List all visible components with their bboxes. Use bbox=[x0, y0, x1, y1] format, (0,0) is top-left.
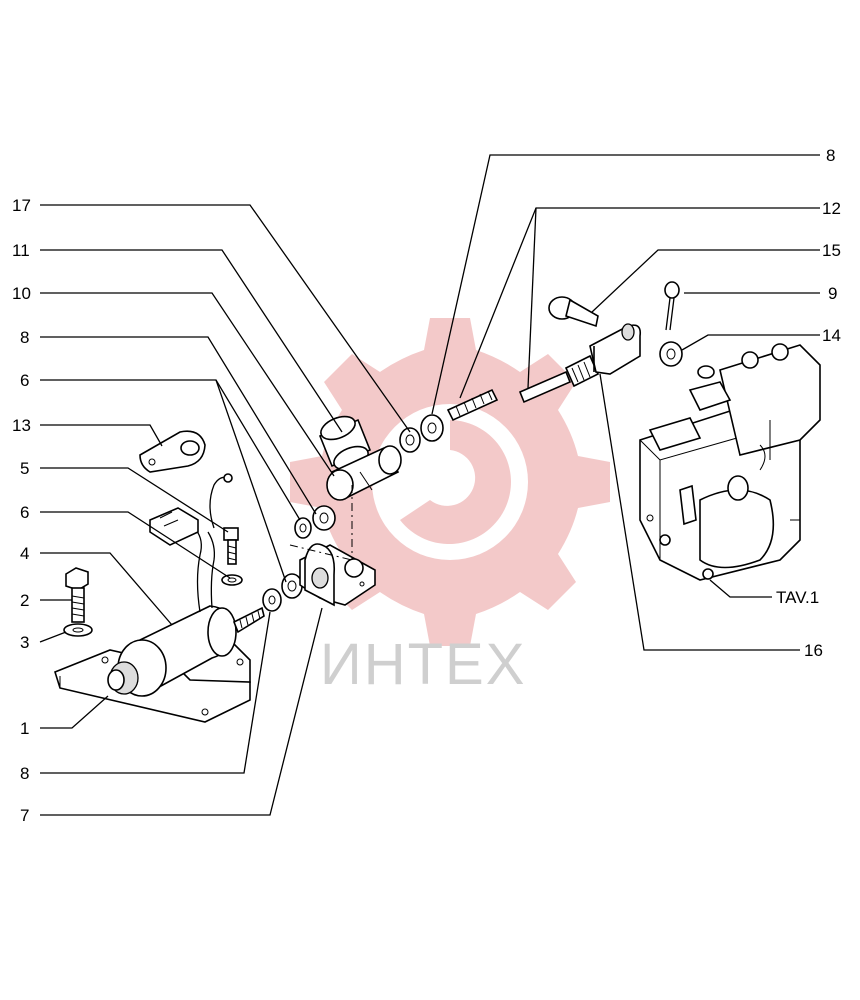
clevis-pin bbox=[548, 296, 599, 328]
coupling bbox=[326, 445, 402, 501]
callout-6-upper: 6 bbox=[20, 371, 29, 390]
small-bolt bbox=[221, 527, 243, 586]
callout-8-right: 8 bbox=[826, 146, 835, 165]
callout-4: 4 bbox=[20, 544, 29, 563]
callout-5: 5 bbox=[20, 459, 29, 478]
callout-14: 14 bbox=[822, 326, 841, 345]
watermark-text: ИНТЕХ bbox=[320, 632, 526, 697]
leader-lines bbox=[39, 154, 820, 816]
wiring-connector bbox=[149, 473, 233, 613]
callout-6-lower: 6 bbox=[20, 503, 29, 522]
washer-14 bbox=[659, 341, 683, 367]
callout-10: 10 bbox=[12, 284, 31, 303]
nut-pair-17 bbox=[399, 414, 444, 453]
callout-15: 15 bbox=[822, 241, 841, 260]
threaded-cable-end bbox=[446, 388, 499, 422]
clamp bbox=[139, 430, 206, 473]
nut-pair-lower bbox=[262, 573, 303, 612]
callout-16: 16 bbox=[804, 641, 823, 660]
callout-12: 12 bbox=[822, 199, 841, 218]
nut-pair-upper bbox=[294, 505, 336, 539]
solenoid bbox=[107, 605, 265, 697]
washer bbox=[63, 623, 93, 637]
injection-pump bbox=[639, 343, 821, 581]
bolt bbox=[65, 567, 89, 623]
callout-3: 3 bbox=[20, 633, 29, 652]
clevis bbox=[589, 323, 642, 375]
callout-11: 11 bbox=[12, 241, 30, 260]
callout-7: 7 bbox=[20, 806, 29, 825]
callout-13: 13 bbox=[12, 416, 31, 435]
bracket bbox=[299, 543, 376, 607]
callout-2: 2 bbox=[20, 591, 29, 610]
callout-tav1: TAV.1 bbox=[776, 588, 819, 607]
callout-8-upper: 8 bbox=[20, 328, 29, 347]
callout-1: 1 bbox=[20, 719, 29, 738]
callout-9: 9 bbox=[828, 284, 837, 303]
cable bbox=[518, 354, 600, 404]
cotter-pin bbox=[664, 281, 680, 331]
callout-labels: 17 11 10 8 6 13 5 6 4 2 3 1 8 7 8 12 15 … bbox=[12, 146, 841, 825]
callout-8-lower: 8 bbox=[20, 764, 29, 783]
callout-17: 17 bbox=[12, 196, 31, 215]
